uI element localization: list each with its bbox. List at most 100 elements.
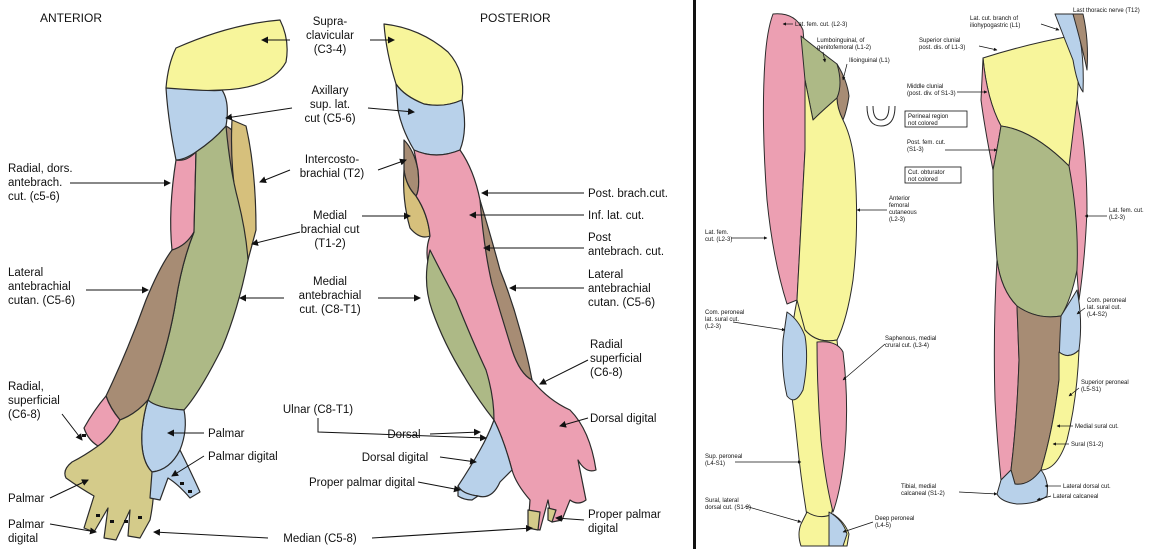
label-post-antebrach-1: Post bbox=[588, 232, 612, 244]
arrow-axillary-left bbox=[226, 108, 292, 118]
arrow-proper-palmar-center bbox=[418, 482, 460, 490]
arrow-intercosto-left bbox=[260, 170, 290, 182]
label-superior-peroneal-2: (L5-S1) bbox=[1081, 387, 1101, 393]
arrow-ilioinguinal bbox=[843, 64, 847, 80]
label-supraclavicular-2: clavicular bbox=[306, 30, 354, 42]
leg-cutaneous-innervation-panel: Perineal region not colored Cut. obturat… bbox=[697, 0, 1169, 549]
label-lat-cut-branch-2: iliohypogastric (L1) bbox=[970, 23, 1020, 29]
label-post-lat-antebrach-2: antebrachial bbox=[588, 283, 651, 295]
label-palmar-digital-left-1: Palmar bbox=[8, 519, 45, 531]
label-palmar-digital-left-2: digital bbox=[8, 533, 38, 545]
label-medial-antebrachial-1: Medial bbox=[313, 276, 347, 288]
label-dorsal-digital-center: Dorsal digital bbox=[362, 452, 428, 464]
label-com-peroneal-right-2: lat. sural cut. bbox=[1087, 305, 1121, 311]
label-supraclavicular-3: (C3-4) bbox=[314, 44, 347, 56]
label-ilioinguinal: Ilioinguinal (L1) bbox=[849, 58, 890, 64]
anterior-femoral-cutaneous-region bbox=[797, 80, 857, 341]
anterior-foot-blue bbox=[829, 512, 847, 546]
label-lat-fem-right-2: (L2-3) bbox=[1109, 215, 1125, 221]
label-sup-peroneal-2: (L4-S1) bbox=[705, 461, 725, 467]
label-axillary-1: Axillary bbox=[311, 85, 348, 97]
label-saphenous-2: crural cut. (L3-4) bbox=[885, 343, 929, 349]
label-sural: Sural (S1-2) bbox=[1071, 442, 1103, 448]
panel-divider bbox=[693, 0, 696, 549]
label-radial-dors-3: cut. (c5-6) bbox=[8, 191, 60, 203]
label-post-radial-sup-3: (C6-8) bbox=[590, 367, 623, 379]
label-post-radial-sup-1: Radial bbox=[590, 339, 623, 351]
label-radial-dors-1: Radial, dors. bbox=[8, 163, 73, 175]
label-com-peroneal-right-1: Com. peroneal bbox=[1087, 298, 1126, 304]
label-post-brach: Post. brach.cut. bbox=[588, 188, 668, 200]
label-post-antebrach-2: antebrach. cut. bbox=[588, 246, 664, 258]
label-anterior-femoral-2: femoral bbox=[889, 203, 909, 209]
label-palmar-left: Palmar bbox=[8, 493, 45, 505]
label-lateral-dorsal: Lateral dorsal cut. bbox=[1063, 484, 1111, 490]
arrow-median-left bbox=[154, 532, 268, 538]
label-sural-lateral-2: dorsal cut. (S1-2) bbox=[705, 505, 751, 511]
label-lat-fem-left-1: Lat. fem. bbox=[705, 230, 729, 236]
label-middle-clunial-2: (post. div. of S1-3) bbox=[907, 91, 956, 97]
arrow-sural-lateral bbox=[745, 506, 801, 522]
label-last-thoracic: Last thoracic nerve (T12) bbox=[1073, 8, 1140, 14]
arrow-median-right bbox=[372, 528, 532, 538]
arrow-radial-superficial bbox=[62, 414, 82, 440]
label-middle-clunial-1: Middle clunial bbox=[907, 84, 943, 90]
posterior-supraclavicular-region bbox=[384, 24, 463, 105]
label-median: Median (C5-8) bbox=[283, 533, 357, 545]
label-tibial-1: Tibial, medial bbox=[901, 484, 936, 490]
label-lat-fem-top: Lat. fem. cut. (L2-3) bbox=[795, 22, 847, 28]
arm-diagram: ANTERIOR POSTERIOR bbox=[0, 0, 692, 549]
label-sup-peroneal-1: Sup. peroneal bbox=[705, 454, 742, 460]
arrow-dorsal-digital bbox=[440, 457, 476, 462]
arm-cutaneous-innervation-panel: ANTERIOR POSTERIOR bbox=[0, 0, 692, 549]
arrow-deep-peroneal bbox=[843, 522, 873, 532]
label-lat-antebrach-3: cutan. (C5-6) bbox=[8, 295, 75, 307]
perineal-box-line-1: Perineal region bbox=[908, 114, 948, 120]
arrow-ulnar bbox=[318, 418, 486, 438]
label-lat-cut-branch-1: Lat. cut. branch of bbox=[970, 16, 1018, 22]
label-palmar-hand: Palmar bbox=[208, 428, 245, 440]
label-medial-brachial-1: Medial bbox=[313, 210, 347, 222]
label-deep-peroneal-2: (L4-5) bbox=[875, 523, 891, 529]
arrow-tibial bbox=[959, 492, 997, 494]
anterior-leg bbox=[763, 14, 856, 546]
label-lumboinguinal-2: genitofemoral (L1-2) bbox=[817, 45, 871, 51]
label-post-fem-1: Post. fem. cut. bbox=[907, 140, 946, 146]
label-proper-palmar-digital-center: Proper palmar digital bbox=[309, 477, 415, 489]
label-sural-lateral-1: Sural, lateral bbox=[705, 498, 739, 504]
label-com-peroneal-left-1: Com. peroneal bbox=[705, 310, 744, 316]
label-superior-clunial-1: Superior clunial bbox=[919, 38, 960, 44]
arrow-lat-cut-branch bbox=[1041, 24, 1059, 30]
label-intercosto-1: Intercosto- bbox=[305, 154, 359, 166]
label-radial-superficial-1: Radial, bbox=[8, 381, 44, 393]
perineal-box-line-2: not colored bbox=[908, 121, 938, 127]
arrow-post-radial-sup bbox=[540, 360, 588, 384]
label-medial-antebrachial-3: cut. (C8-T1) bbox=[299, 304, 361, 316]
label-intercosto-2: brachial (T2) bbox=[300, 168, 365, 180]
label-post-radial-sup-2: superficial bbox=[590, 353, 642, 365]
posterior-heading: POSTERIOR bbox=[480, 11, 551, 25]
label-radial-superficial-2: superficial bbox=[8, 395, 60, 407]
obturator-box-line-1: Cut. obturator bbox=[908, 170, 945, 176]
label-medial-brachial-2: brachial cut bbox=[301, 224, 361, 236]
label-axillary-2: sup. lat. bbox=[310, 99, 350, 111]
label-medial-antebrachial-2: antebrachial bbox=[299, 290, 362, 302]
label-palmar-digital-hand: Palmar digital bbox=[208, 451, 278, 463]
label-superior-clunial-2: post. dis. of L1-3) bbox=[919, 45, 965, 51]
label-saphenous-1: Saphenous, medial bbox=[885, 336, 936, 342]
posterior-leg bbox=[981, 14, 1088, 504]
arrow-com-peroneal-left bbox=[733, 322, 785, 330]
label-lat-fem-left-2: cut. (L2-3) bbox=[705, 237, 732, 243]
label-post-proper-palmar-1: Proper palmar bbox=[588, 509, 661, 521]
label-ulnar: Ulnar (C8-T1) bbox=[283, 404, 353, 416]
label-radial-superficial-3: (C6-8) bbox=[8, 409, 41, 421]
label-post-fem-2: (S1-3) bbox=[907, 147, 924, 153]
anterior-heading: ANTERIOR bbox=[40, 11, 102, 25]
arrow-dorsal bbox=[430, 432, 480, 434]
label-com-peroneal-right-3: (L4-S2) bbox=[1087, 312, 1107, 318]
label-medial-brachial-3: (T1-2) bbox=[314, 238, 345, 250]
label-inf-lat: Inf. lat. cut. bbox=[588, 210, 644, 222]
label-radial-dors-2: antebrach. bbox=[8, 177, 62, 189]
label-lat-fem-right-1: Lat. fem. cut. bbox=[1109, 208, 1144, 214]
